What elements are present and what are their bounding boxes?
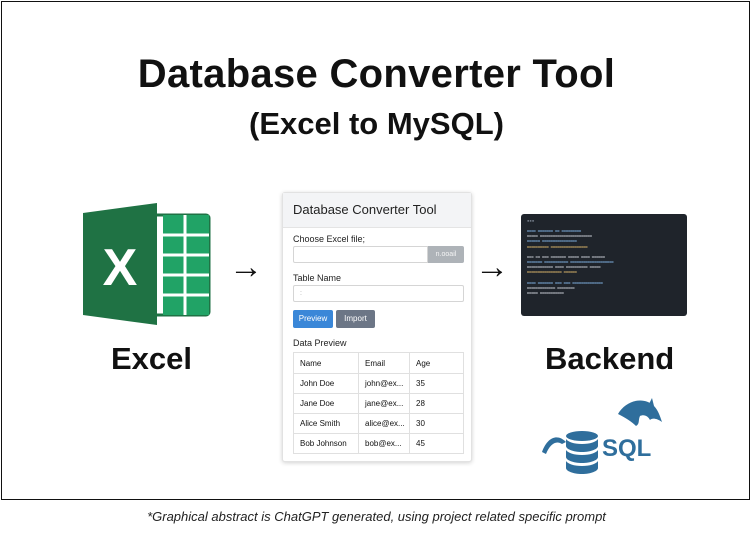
arrow-right: → <box>475 248 509 286</box>
table-cell: John Doe <box>293 373 359 394</box>
table-cell: Alice Smith <box>293 413 359 434</box>
arrow-left: → <box>229 248 263 286</box>
excel-logo-icon: X <box>83 203 211 325</box>
table-cell: john@ex... <box>358 373 410 394</box>
table-name-input[interactable]: : <box>293 285 464 302</box>
file-label: Choose Excel file; <box>293 234 366 244</box>
column-header: Age <box>409 352 464 374</box>
table-cell: bob@ex... <box>358 433 410 454</box>
table-cell: 28 <box>409 393 464 414</box>
table-name-label: Table Name <box>293 273 342 283</box>
table-cell: jane@ex... <box>358 393 410 414</box>
column-header: Name <box>293 352 359 374</box>
table-header-row: Name Email Age <box>293 352 464 374</box>
data-preview-table: Name Email Age John Doe john@ex... 35 Ja… <box>293 352 464 454</box>
mysql-logo-icon: SQL <box>542 398 662 474</box>
table-cell: 35 <box>409 373 464 394</box>
diagram-subtitle: (Excel to MySQL) <box>249 106 504 141</box>
panel-header: Database Converter Tool <box>283 193 471 228</box>
table-cell: 45 <box>409 433 464 454</box>
diagram-title: Database Converter Tool <box>137 52 616 96</box>
converter-panel: Database Converter Tool Choose Excel fil… <box>282 192 472 462</box>
file-browse-button[interactable]: n.ooail <box>428 246 464 263</box>
table-row: John Doe john@ex... 35 <box>293 373 464 394</box>
code-editor-icon: ▪▪▪ ▬▬▬▬ ▬▬▬▬▬▬▬ ▬▬ ▬▬▬▬▬▬▬▬▬ ▬▬▬▬▬ ▬▬▬▬… <box>521 214 687 316</box>
mysql-logo-text: SQL <box>602 435 651 462</box>
table-row: Alice Smith alice@ex... 30 <box>293 413 464 434</box>
import-button[interactable]: Import <box>336 310 375 328</box>
preview-button[interactable]: Preview <box>293 310 333 328</box>
table-cell: alice@ex... <box>358 413 410 434</box>
figure-caption: *Graphical abstract is ChatGPT generated… <box>147 509 606 524</box>
table-cell: Jane Doe <box>293 393 359 414</box>
code-tab: ▪▪▪ <box>527 218 535 223</box>
data-preview-label: Data Preview <box>293 338 347 348</box>
svg-text:X: X <box>103 239 138 297</box>
file-input[interactable] <box>293 246 428 263</box>
table-cell: 30 <box>409 413 464 434</box>
column-header: Email <box>358 352 410 374</box>
table-cell: Bob Johnson <box>293 433 359 454</box>
backend-label: Backend <box>545 341 675 376</box>
table-row: Jane Doe jane@ex... 28 <box>293 393 464 414</box>
table-row: Bob Johnson bob@ex... 45 <box>293 433 464 454</box>
excel-label: Excel <box>111 341 193 376</box>
